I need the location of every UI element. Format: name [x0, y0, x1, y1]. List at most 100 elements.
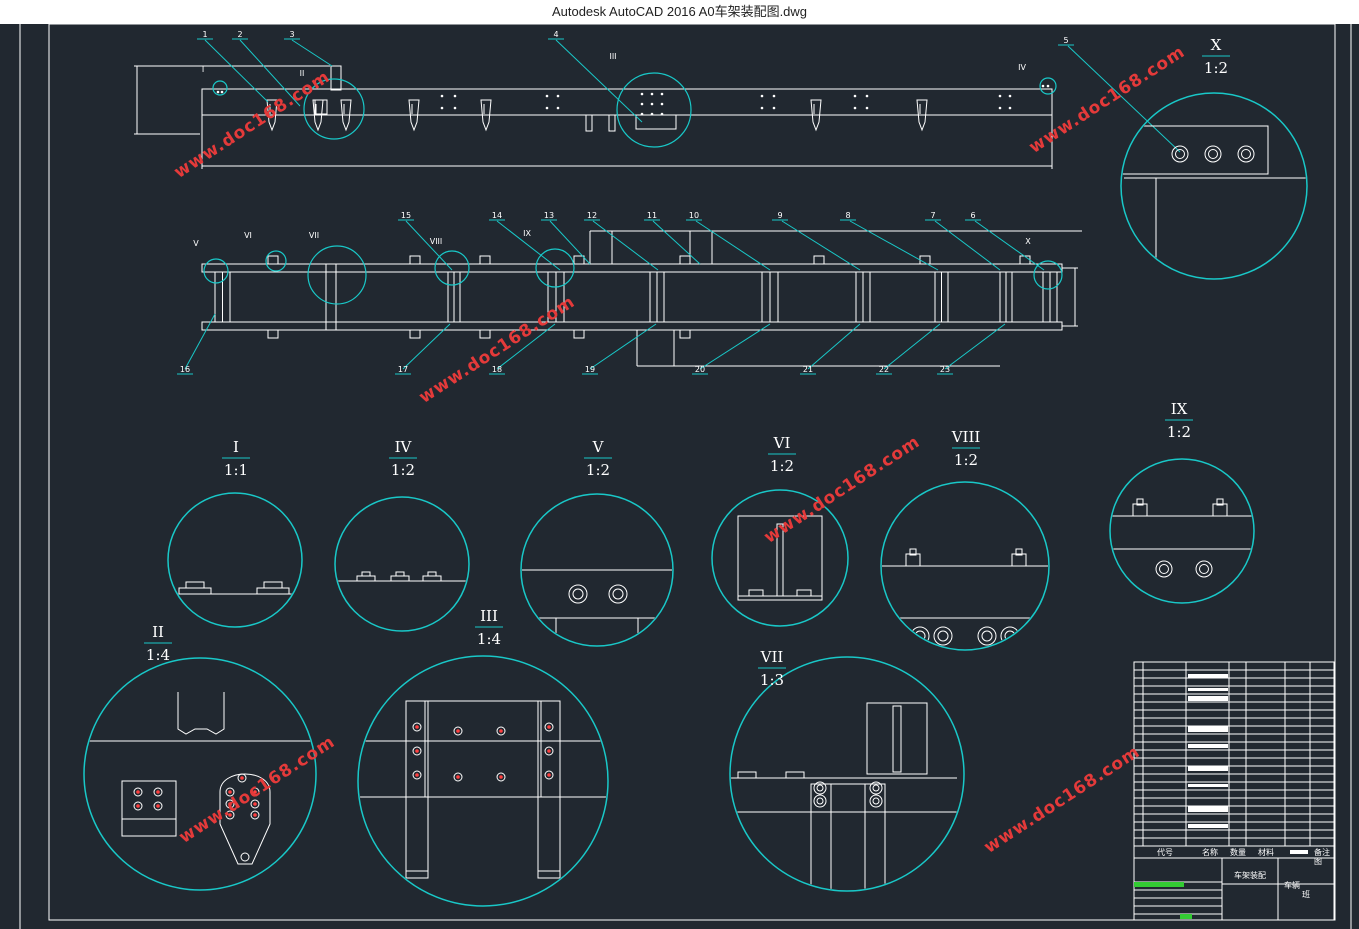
detail-scale-label: 1:3: [760, 671, 784, 689]
part-number-label: 16: [180, 365, 190, 374]
detail-marker-label: VIII: [430, 237, 443, 246]
part-number-label: 6: [970, 211, 975, 220]
bolt-head: [909, 548, 917, 556]
bom-header-qty: 数量: [1230, 847, 1246, 857]
bolt-center: [228, 802, 232, 806]
bolt-inner: [1159, 564, 1169, 574]
detail-contents: [169, 581, 301, 595]
bolt: [225, 799, 235, 809]
bolt-head: [1015, 548, 1023, 556]
window-title: Autodesk AutoCAD 2016 A0车架装配图.dwg: [551, 4, 808, 19]
bolt-hole: [650, 102, 654, 106]
bolt: [153, 801, 163, 811]
part-number-label: 22: [879, 365, 889, 374]
bolt-hole: [640, 102, 644, 106]
pad: [390, 575, 410, 582]
bolt-hole: [453, 106, 457, 110]
green-cell: [1158, 882, 1172, 887]
bracket-bottom: [409, 329, 421, 339]
bolt: [237, 773, 247, 783]
bolt-center: [415, 749, 419, 753]
watermark-text: www.doc168.com: [981, 742, 1144, 858]
pad: [256, 587, 290, 595]
bolt-center: [253, 813, 257, 817]
bolt-center: [136, 790, 140, 794]
detail-scale-label: 1:2: [1167, 423, 1191, 441]
leader-line: [883, 323, 941, 370]
bolt-hole: [772, 94, 776, 98]
detail-contents: [737, 515, 823, 601]
bolt-head: [395, 571, 405, 577]
detail-marker-label: IV: [1018, 63, 1026, 72]
leader-line: [549, 220, 591, 265]
pad: [178, 587, 212, 595]
detail-marker-circle: [616, 72, 692, 148]
bracket-top: [479, 255, 491, 265]
spring-hanger: [219, 773, 271, 865]
drawing-frame: [19, 24, 1352, 929]
bolt: [544, 770, 554, 780]
part-number-label: 11: [647, 211, 657, 220]
bolt: [153, 787, 163, 797]
spring-hanger: [408, 99, 420, 132]
bolt: [1171, 145, 1189, 163]
pad: [785, 771, 805, 779]
bom-header-note: 备注: [1314, 847, 1330, 857]
detail-scale-label: 1:1: [224, 461, 248, 479]
detail-marker-label: VII: [309, 231, 319, 240]
detail-roman-label: IX: [1171, 400, 1188, 418]
bolt-inner: [1175, 149, 1185, 159]
leader-line: [291, 39, 333, 67]
bracket-bottom: [679, 329, 691, 339]
bolt-head: [1136, 498, 1144, 506]
bolt: [933, 626, 953, 646]
bolt: [544, 722, 554, 732]
detail-marker-circle: [434, 250, 470, 286]
leader-line: [592, 220, 659, 271]
bolt-inner: [1241, 149, 1251, 159]
bolt: [250, 787, 260, 797]
bolt-center: [228, 813, 232, 817]
bolt-hole: [865, 94, 869, 98]
detail-scale-label: 1:2: [770, 457, 794, 475]
channel: [177, 692, 225, 735]
bolt-center: [156, 790, 160, 794]
bracket-top: [267, 255, 279, 265]
detail-roman-label: II: [152, 623, 164, 641]
bolt-inner: [572, 588, 584, 600]
bolt: [453, 772, 463, 782]
detail-marker-label: I: [202, 65, 204, 74]
rib: [892, 705, 902, 773]
part-number-label: 21: [803, 365, 813, 374]
part-number-label: 9: [777, 211, 782, 220]
bracket-plates: [267, 255, 1031, 339]
rail: [336, 580, 468, 624]
bolt-inner: [816, 797, 824, 805]
part-number-label: 8: [845, 211, 850, 220]
bolt-head: [748, 589, 764, 597]
part-number-label: 7: [930, 211, 935, 220]
part-number-label: 23: [940, 365, 950, 374]
detail-roman-label: IV: [395, 438, 413, 456]
bom-filled-cell: [1188, 744, 1228, 748]
bom-header-material: 材料: [1258, 847, 1274, 857]
part-number-label: 5: [1063, 36, 1068, 45]
detail-marker-circle: [212, 80, 228, 96]
bolt: [1237, 145, 1255, 163]
leader-line: [944, 323, 1006, 370]
detail-marker-label: V: [193, 239, 199, 248]
bolt-hole: [1046, 84, 1050, 88]
bolt-hole: [556, 106, 560, 110]
pin-hole: [240, 852, 250, 862]
bracket-top: [679, 255, 691, 265]
leader-lines: [184, 39, 1181, 370]
leader-line: [405, 220, 453, 271]
detail-scale-label: 1:4: [477, 630, 501, 648]
bolt-hole: [660, 92, 664, 96]
pad: [422, 575, 442, 582]
detail-scale-label: 1:4: [146, 646, 170, 664]
bolt-hole: [660, 112, 664, 116]
